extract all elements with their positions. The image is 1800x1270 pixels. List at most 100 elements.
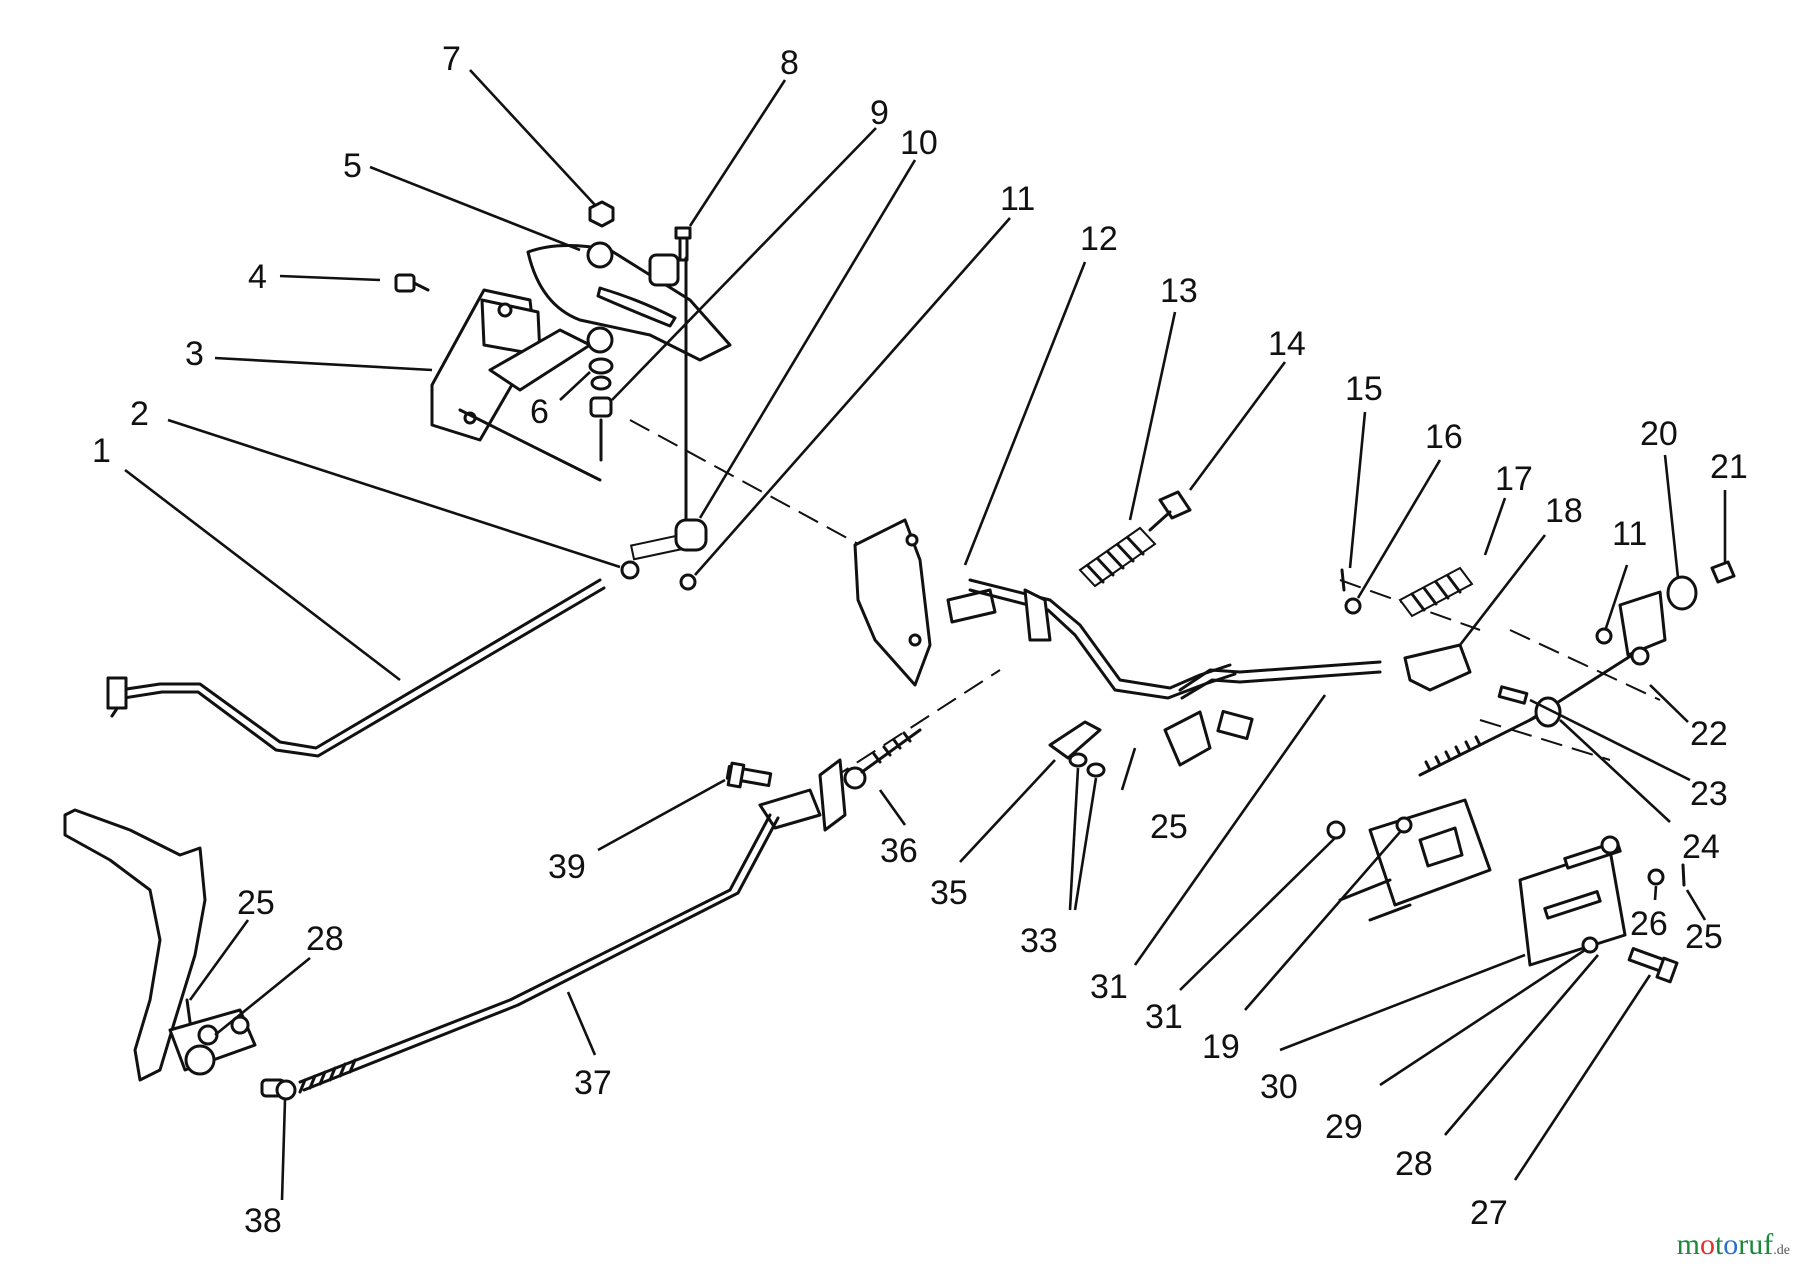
callout-20: 20 bbox=[1640, 415, 1678, 453]
watermark-o2: o bbox=[1723, 1228, 1739, 1261]
leader-6 bbox=[559, 371, 591, 401]
leader-36 bbox=[878, 789, 907, 826]
leader-25c bbox=[188, 919, 250, 1001]
callout-27: 27 bbox=[1470, 1194, 1508, 1232]
leader-18 bbox=[1458, 534, 1547, 646]
callout-3: 3 bbox=[185, 335, 204, 373]
leader-22 bbox=[1649, 684, 1689, 723]
pin-23 bbox=[1497, 685, 1529, 705]
plate-support bbox=[818, 758, 847, 832]
callout-33: 33 bbox=[1020, 922, 1058, 960]
callout-31b: 31 bbox=[1145, 998, 1183, 1036]
leader-15 bbox=[1348, 411, 1367, 569]
leader-29 bbox=[1379, 948, 1586, 1087]
callout-7: 7 bbox=[442, 40, 461, 78]
leader-33b bbox=[1073, 777, 1098, 911]
cotter-pin-25-right bbox=[1681, 863, 1686, 887]
clip-16 bbox=[1344, 597, 1362, 615]
callout-15: 15 bbox=[1345, 370, 1383, 408]
callout-8: 8 bbox=[780, 44, 799, 82]
watermark-m: m bbox=[1676, 1228, 1700, 1261]
leader-14 bbox=[1188, 361, 1287, 491]
leader-23 bbox=[1529, 698, 1691, 782]
callout-6: 6 bbox=[530, 393, 549, 431]
leader-25b bbox=[1685, 889, 1707, 921]
rod-37 bbox=[298, 813, 772, 1084]
swivel bbox=[620, 518, 708, 591]
spring-17 bbox=[1398, 566, 1474, 618]
nut-7 bbox=[588, 200, 615, 228]
callout-2: 2 bbox=[130, 395, 149, 433]
nut-31 bbox=[1326, 820, 1346, 840]
leader-30 bbox=[1279, 953, 1526, 1052]
leader-17 bbox=[1483, 497, 1507, 556]
cotter-pin-15 bbox=[1340, 568, 1346, 592]
callout-16: 16 bbox=[1425, 418, 1463, 456]
screw-8 bbox=[674, 226, 692, 262]
watermark-ruf: ruf bbox=[1738, 1228, 1774, 1261]
leader-2 bbox=[167, 418, 621, 569]
callout-25c: 25 bbox=[237, 884, 275, 922]
callout-11b: 11 bbox=[1612, 515, 1647, 553]
washer-19 bbox=[1395, 816, 1413, 834]
pedal-assembly bbox=[63, 808, 257, 1082]
callout-38: 38 bbox=[244, 1202, 282, 1240]
callout-18: 18 bbox=[1545, 492, 1583, 530]
washer-26 bbox=[1647, 868, 1665, 886]
callout-23: 23 bbox=[1690, 775, 1728, 813]
callout-29: 29 bbox=[1325, 1108, 1363, 1146]
leader-28b bbox=[214, 956, 311, 1037]
leader-7 bbox=[469, 69, 596, 206]
leader-26 bbox=[1653, 885, 1658, 901]
leader-27 bbox=[1513, 974, 1652, 1181]
leader-31b bbox=[1179, 837, 1336, 991]
callout-21: 21 bbox=[1710, 448, 1748, 486]
leader-11b bbox=[1604, 564, 1629, 629]
leader-38 bbox=[280, 1099, 287, 1201]
rod-24 bbox=[1418, 696, 1562, 777]
callout-19: 19 bbox=[1202, 1028, 1240, 1066]
callout-25b: 25 bbox=[1685, 918, 1723, 956]
watermark-t: t bbox=[1714, 1228, 1724, 1261]
leader-1 bbox=[124, 468, 401, 682]
callout-4: 4 bbox=[248, 258, 267, 296]
leader-9 bbox=[611, 127, 877, 401]
callout-22: 22 bbox=[1690, 715, 1728, 753]
leader-8 bbox=[688, 79, 787, 227]
watermark-suffix: .de bbox=[1773, 1243, 1790, 1258]
callout-11a: 11 bbox=[1000, 180, 1035, 218]
leader-lines bbox=[124, 69, 1727, 1201]
mounting-bracket bbox=[430, 288, 602, 482]
rod-1 bbox=[106, 578, 602, 750]
callout-39: 39 bbox=[548, 848, 586, 886]
leader-28a bbox=[1444, 954, 1599, 1136]
leader-19 bbox=[1244, 831, 1401, 1011]
callout-28b: 28 bbox=[306, 920, 344, 958]
callout-26: 26 bbox=[1630, 905, 1668, 943]
watermark-o1: o bbox=[1699, 1228, 1715, 1261]
leader-24 bbox=[1559, 719, 1671, 823]
callout-13: 13 bbox=[1160, 272, 1198, 310]
leader-35 bbox=[959, 759, 1056, 863]
callout-37: 37 bbox=[574, 1064, 612, 1102]
plate-20 bbox=[1528, 560, 1736, 722]
leader-39 bbox=[597, 778, 726, 852]
washers-6-9 bbox=[588, 357, 614, 462]
callout-1: 1 bbox=[92, 432, 111, 470]
leader-20 bbox=[1663, 454, 1680, 579]
spring-13 bbox=[1078, 526, 1157, 588]
callout-5: 5 bbox=[343, 147, 362, 185]
callout-28a: 28 bbox=[1395, 1145, 1433, 1183]
leader-12 bbox=[963, 261, 1087, 566]
callout-14: 14 bbox=[1268, 325, 1306, 363]
pin-39 bbox=[725, 761, 773, 789]
bracket-18 bbox=[1403, 643, 1472, 692]
callout-24: 24 bbox=[1682, 828, 1720, 866]
leader-31a bbox=[1133, 694, 1327, 966]
pin-38 bbox=[260, 1078, 297, 1101]
bolt-4 bbox=[394, 273, 430, 293]
plate-near-39 bbox=[758, 788, 822, 830]
parts-drawing bbox=[63, 200, 1736, 1101]
lower-bracket bbox=[1338, 798, 1627, 967]
bolt-36 bbox=[843, 728, 922, 790]
